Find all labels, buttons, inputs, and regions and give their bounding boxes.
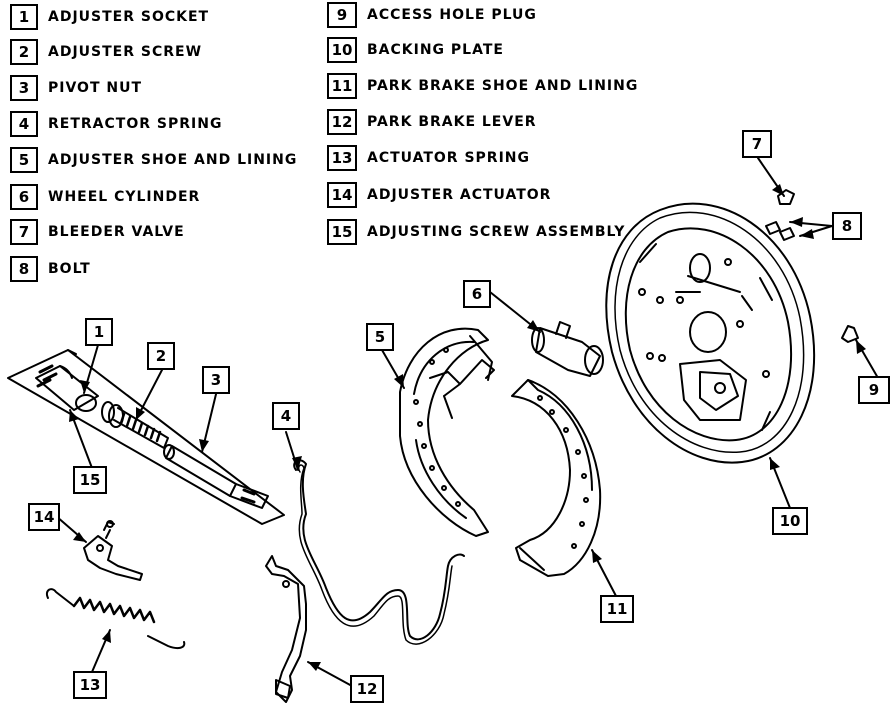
legend-item-adjuster-socket: 1 ADJUSTER SOCKET bbox=[10, 3, 209, 31]
legend-number: 9 bbox=[327, 2, 357, 28]
pivot-nut-drawing bbox=[163, 444, 269, 509]
legend-label: PARK BRAKE LEVER bbox=[367, 114, 537, 130]
legend-label: ACCESS HOLE PLUG bbox=[367, 7, 537, 23]
callout-6: 6 bbox=[463, 280, 491, 308]
legend-item-bleeder-valve: 7 BLEEDER VALVE bbox=[10, 218, 185, 246]
legend-item-wheel-cylinder: 6 WHEEL CYLINDER bbox=[10, 183, 200, 211]
legend-label: ADJUSTER SHOE AND LINING bbox=[48, 152, 298, 168]
adjuster-actuator-drawing bbox=[83, 520, 143, 581]
adjusting-screw-assembly-drawing bbox=[7, 349, 285, 525]
legend-item-adjuster-actuator: 14 ADJUSTER ACTUATOR bbox=[327, 181, 551, 209]
legend-number: 10 bbox=[327, 37, 357, 63]
legend-number: 1 bbox=[10, 4, 38, 30]
bleeder-valve-drawing bbox=[777, 189, 795, 205]
legend-item-park-brake-lever: 12 PARK BRAKE LEVER bbox=[327, 108, 537, 136]
park-brake-lever-drawing bbox=[265, 555, 307, 703]
legend-item-adjusting-screw-assembly: 15 ADJUSTING SCREW ASSEMBLY bbox=[327, 218, 625, 246]
legend-label: ADJUSTER SOCKET bbox=[48, 9, 210, 25]
callout-3: 3 bbox=[202, 366, 230, 394]
callout-4: 4 bbox=[272, 402, 300, 430]
callout-1: 1 bbox=[85, 318, 113, 346]
legend-number: 8 bbox=[10, 256, 38, 282]
callout-7: 7 bbox=[742, 130, 772, 158]
callout-14: 14 bbox=[28, 503, 60, 531]
callout-13: 13 bbox=[73, 671, 107, 699]
legend-item-access-hole-plug: 9 ACCESS HOLE PLUG bbox=[327, 1, 537, 29]
legend-number: 4 bbox=[10, 111, 38, 137]
legend-item-bolt: 8 BOLT bbox=[10, 255, 91, 283]
legend-label: PIVOT NUT bbox=[48, 80, 143, 96]
legend-item-retractor-spring: 4 RETRACTOR SPRING bbox=[10, 110, 222, 138]
legend-label: BOLT bbox=[48, 261, 91, 277]
legend-label: BACKING PLATE bbox=[367, 42, 504, 58]
callout-10: 10 bbox=[772, 507, 808, 535]
bolts-drawing bbox=[765, 221, 795, 241]
legend-item-park-brake-shoe-and-lining: 11 PARK BRAKE SHOE AND LINING bbox=[327, 72, 638, 100]
legend-item-pivot-nut: 3 PIVOT NUT bbox=[10, 74, 142, 102]
legend-label: ACTUATOR SPRING bbox=[367, 150, 530, 166]
access-hole-plug-drawing bbox=[841, 325, 859, 343]
actuator-spring-drawing bbox=[46, 588, 186, 650]
legend-item-actuator-spring: 13 ACTUATOR SPRING bbox=[327, 144, 530, 172]
legend-number: 13 bbox=[327, 145, 357, 171]
legend-number: 5 bbox=[10, 147, 38, 173]
legend-number: 2 bbox=[10, 39, 38, 65]
callout-12: 12 bbox=[350, 675, 384, 703]
legend-label: RETRACTOR SPRING bbox=[48, 116, 223, 132]
callout-15: 15 bbox=[73, 466, 107, 494]
legend-item-backing-plate: 10 BACKING PLATE bbox=[327, 36, 504, 64]
callout-9: 9 bbox=[858, 376, 890, 404]
legend-number: 6 bbox=[10, 184, 38, 210]
legend-number: 7 bbox=[10, 219, 38, 245]
legend-item-adjuster-shoe-and-lining: 5 ADJUSTER SHOE AND LINING bbox=[10, 146, 297, 174]
legend-number: 11 bbox=[327, 73, 357, 99]
legend-number: 15 bbox=[327, 219, 357, 245]
callout-11: 11 bbox=[600, 595, 634, 623]
adjuster-socket-drawing bbox=[35, 364, 99, 412]
legend-label: PARK BRAKE SHOE AND LINING bbox=[367, 78, 639, 94]
legend-label: ADJUSTER SCREW bbox=[48, 44, 203, 60]
adjuster-shoe-drawing bbox=[399, 327, 495, 537]
retractor-spring-drawing bbox=[293, 459, 465, 645]
legend-label: WHEEL CYLINDER bbox=[48, 189, 201, 205]
legend-number: 12 bbox=[327, 109, 357, 135]
park-brake-shoe-drawing bbox=[511, 379, 602, 577]
wheel-cylinder-drawing bbox=[531, 321, 604, 377]
callout-5: 5 bbox=[366, 323, 394, 351]
leader-arrowheads bbox=[69, 184, 866, 671]
legend-label: BLEEDER VALVE bbox=[48, 224, 185, 240]
legend-label: ADJUSTING SCREW ASSEMBLY bbox=[367, 224, 626, 240]
adjuster-screw-drawing bbox=[101, 401, 169, 449]
legend-item-adjuster-screw: 2 ADJUSTER SCREW bbox=[10, 38, 202, 66]
backing-plate-drawing bbox=[605, 202, 816, 464]
legend-label: ADJUSTER ACTUATOR bbox=[367, 187, 552, 203]
callout-8: 8 bbox=[832, 212, 862, 240]
legend-number: 3 bbox=[10, 75, 38, 101]
legend-number: 14 bbox=[327, 182, 357, 208]
callout-2: 2 bbox=[147, 342, 175, 370]
